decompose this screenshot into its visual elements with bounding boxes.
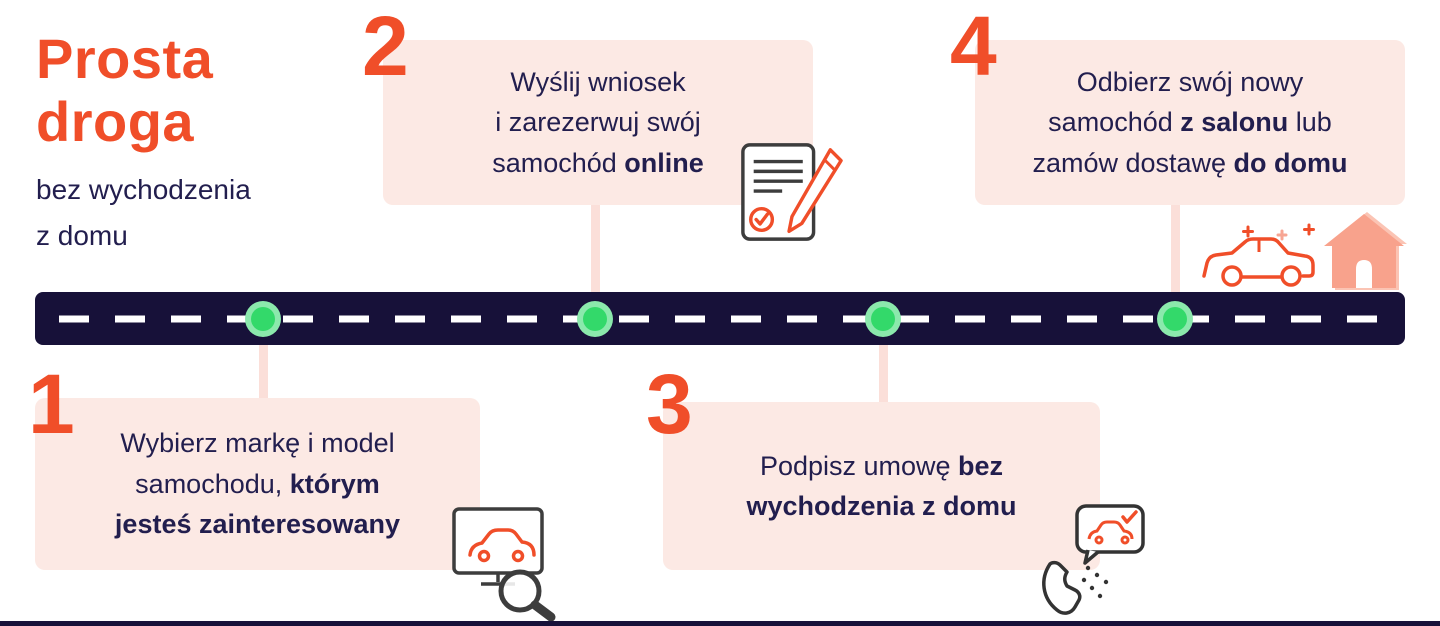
step-3-connector <box>879 340 888 406</box>
step-1-number: 1 <box>28 357 75 451</box>
title-block: Prosta droga bez wychodzenia z domu <box>36 27 251 258</box>
contract-pen-icon <box>741 143 843 241</box>
house-icon <box>1324 212 1407 290</box>
road-graphic <box>35 292 1405 345</box>
delivery-car-icon <box>1202 223 1315 287</box>
bottom-road-edge <box>0 621 1440 626</box>
page-subtitle: bez wychodzenia z domu <box>36 167 251 258</box>
dotted-trail <box>1081 565 1109 599</box>
subtitle-line-1: bez wychodzenia <box>36 174 251 206</box>
step-1-road-dot <box>251 307 275 331</box>
subtitle-line-2: z domu <box>36 219 128 251</box>
step-1-connector <box>259 340 268 402</box>
monitor-car-search-icon <box>452 507 556 621</box>
step-4-road-dot <box>1163 307 1187 331</box>
step-2-connector <box>591 200 600 296</box>
road-dashed-line <box>59 315 1381 322</box>
title-word-2: droga <box>36 89 195 153</box>
step-4-connector <box>1171 200 1180 296</box>
step-4-number: 4 <box>950 0 997 93</box>
step-3-road-dot <box>871 307 895 331</box>
step-3-number: 3 <box>646 357 693 451</box>
phone-car-chat-icon <box>1042 504 1145 615</box>
step-2-number: 2 <box>362 0 409 93</box>
page-title: Prosta droga <box>36 27 251 153</box>
sparkle-plus-icons <box>1242 223 1315 241</box>
title-word-1: Prosta <box>36 27 214 90</box>
step-2-road-dot <box>583 307 607 331</box>
